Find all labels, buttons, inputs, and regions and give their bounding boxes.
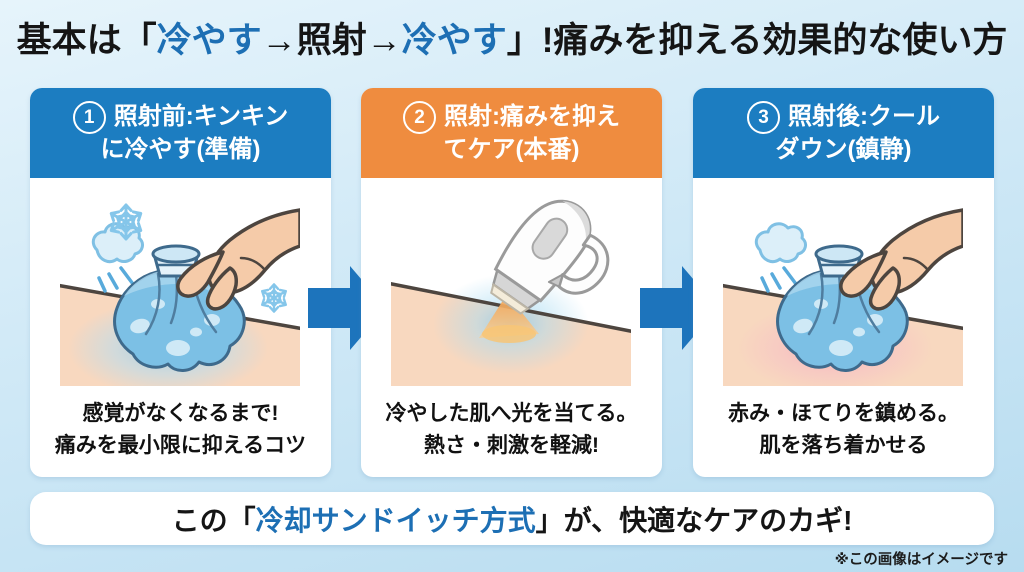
image-disclaimer-note: ※この画像はイメージです [834, 552, 1008, 568]
panel-after-header-line2: ダウン(鎮静) [775, 135, 912, 163]
title-text-tail: 」!痛みを抑える効果的な使い方 [506, 21, 1008, 60]
panel-before-header: 1 照射前:キンキン に冷やす(準備) [30, 88, 331, 178]
step-1-number-badge: 1 [72, 100, 106, 134]
panel-irradiation: 2 照射:痛みを抑え てケア(本番) [361, 88, 662, 477]
ipl-device-flash-illustration [391, 196, 631, 386]
panel-irradiation-header-line2: てケア(本番) [443, 135, 580, 163]
summary-banner: この「冷却サンドイッチ方式」が、快適なケアのカギ! [30, 492, 994, 545]
step-3-number-badge: 3 [747, 100, 780, 134]
banner-text: この「 [171, 504, 256, 536]
title-text-arrows: →照射→ [261, 21, 402, 60]
step-2-number-badge: 2 [403, 100, 436, 134]
title-text: 基本は「 [16, 21, 157, 60]
panel-after-irradiation: 3 照射後:クール ダウン(鎮静) [693, 88, 994, 477]
title-accent-cool-1: 冷やす [156, 21, 262, 60]
page-title: 基本は「冷やす→照射→冷やす」!痛みを抑える効果的な使い方 [0, 12, 1024, 63]
panel-before-caption: 感覚がなくなるまで! 痛みを最小限に抑えるコツ [54, 402, 307, 457]
banner-text-tail: 」が、快適なケアのカギ! [535, 504, 853, 536]
panel-before-irradiation: 1 照射前:キンキン に冷やす(準備) [30, 88, 331, 477]
panel-irradiation-header: 2 照射:痛みを抑え てケア(本番) [361, 88, 662, 178]
ice-pack-cooling-illustration [60, 196, 300, 386]
panel-irradiation-caption: 冷やした肌へ光を当てる。 熱さ・刺激を軽減! [385, 402, 638, 457]
panel-before-header-line2: に冷やす(準備) [100, 135, 261, 163]
panel-after-header-line1: 照射後:クール [788, 103, 940, 131]
ice-pack-soothing-illustration [723, 196, 963, 386]
panel-before-header-line1: 照射前:キンキン [113, 103, 289, 131]
panel-after-header: 3 照射後:クール ダウン(鎮静) [693, 88, 994, 178]
banner-accent-method: 冷却サンドイッチ方式 [255, 504, 536, 536]
title-accent-cool-2: 冷やす [401, 21, 507, 60]
panel-irradiation-header-line1: 照射:痛みを抑え [444, 103, 620, 131]
panel-after-caption: 赤み・ほてりを鎮める。 肌を落ち着かせる [728, 402, 959, 457]
